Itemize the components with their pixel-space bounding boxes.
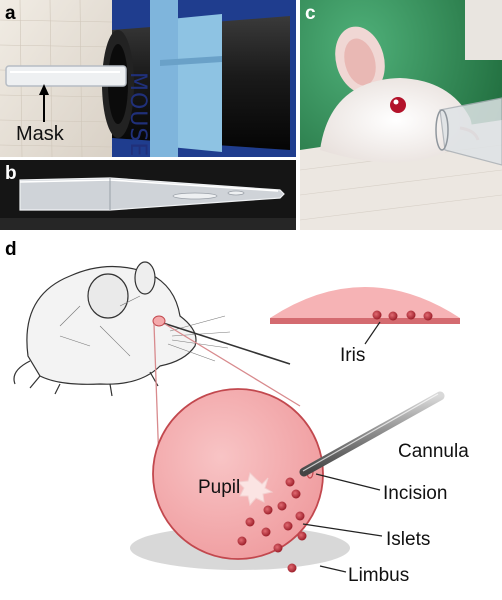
mouse-handwriting: MOUSE [125,72,150,157]
islets-callout: Islets [386,529,431,550]
cannula-rod [299,391,445,477]
panel-b-photo: b [0,160,296,230]
panel-c-photo-drawing [300,0,502,230]
incision-callout: Incision [383,483,448,504]
iris-cross-section [270,287,460,345]
panel-d-label: d [5,239,17,260]
mask-callout: Mask [16,123,64,145]
panel-a-label: a [5,3,16,24]
panel-a-photo: a Mask MOUSE [0,0,296,157]
panel-c-label: c [305,3,316,24]
iris-callout: Iris [340,345,366,366]
pupil-callout: Pupil [198,477,241,498]
panel-b-photo-drawing [0,160,296,230]
mouse-sketch [13,261,231,397]
panel-d-schematic-drawing [13,261,460,573]
limbus-callout: Limbus [348,565,410,586]
panel-a-photo-drawing [0,0,296,157]
panel-b-label: b [5,163,17,184]
cannula-callout: Cannula [398,441,469,462]
panel-c-photo: c [300,0,502,230]
panel-d-schematic: d Iris Cannula Pupil Incision Islets Lim… [0,236,502,600]
